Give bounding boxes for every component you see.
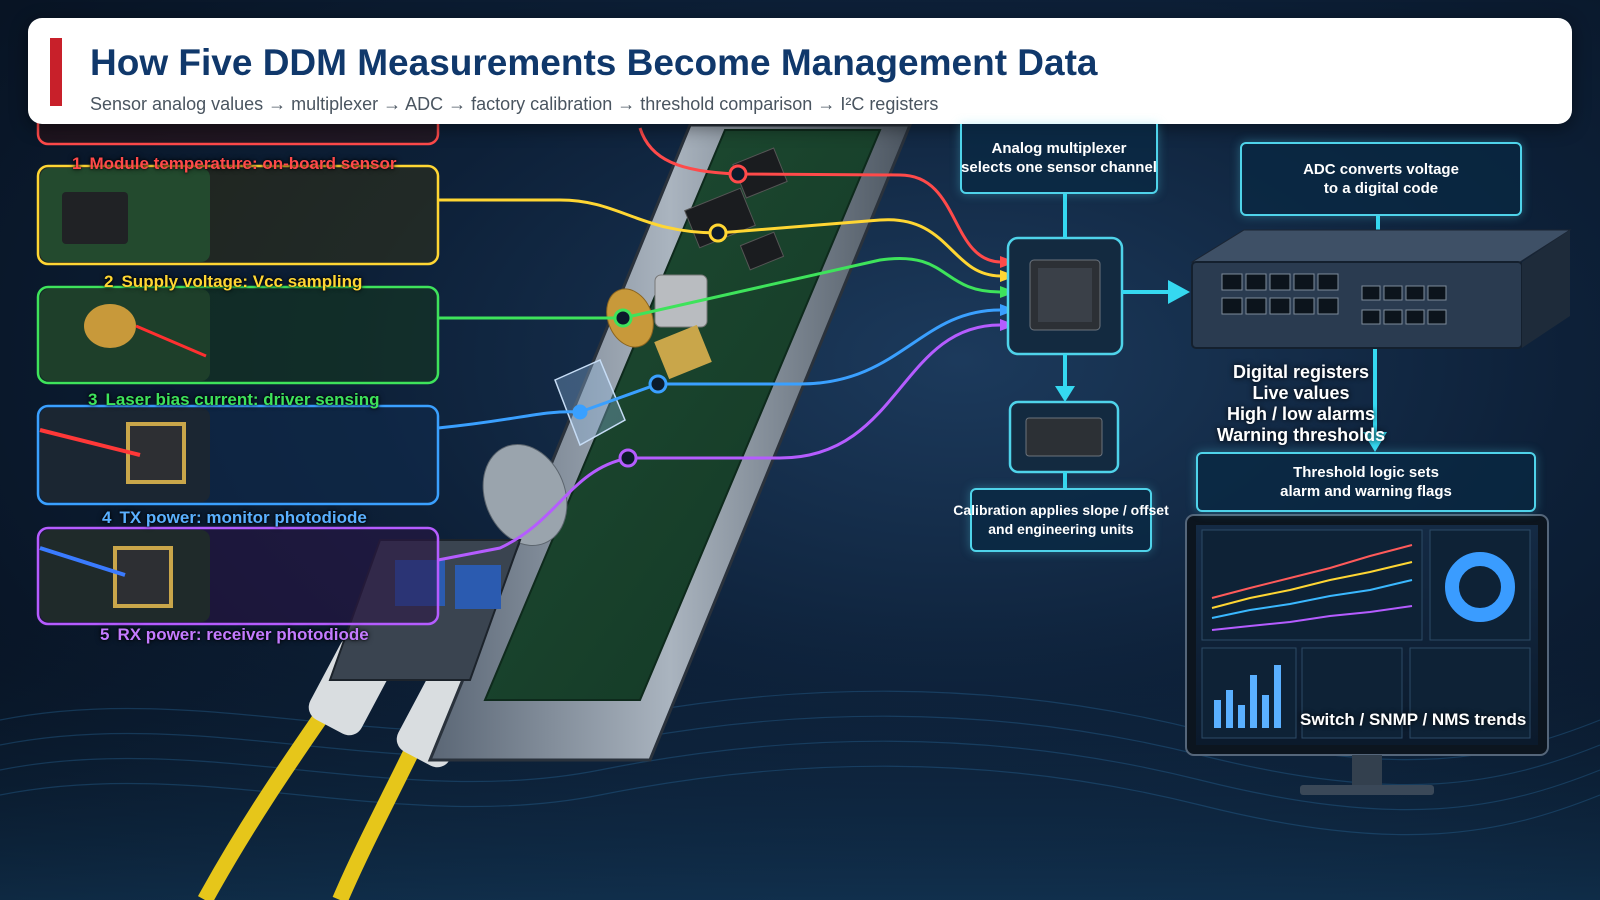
nms-monitor [1185, 514, 1549, 795]
page-title: How Five DDM Measurements Become Managem… [90, 42, 1098, 83]
sensor-insets [36, 106, 440, 626]
register-item: Live values [1252, 383, 1350, 403]
threshold-callout: Threshold logic sets alarm and warning f… [1196, 452, 1536, 512]
adc-chip [1008, 400, 1120, 474]
mux-callout-line-2: selects one sensor channel [961, 159, 1157, 176]
title-card: How Five DDM Measurements Become Managem… [28, 18, 1572, 124]
register-item: Digital registers [1232, 362, 1370, 382]
flow-arrows [1055, 194, 1387, 488]
calibration-callout-line-2: and engineering units [988, 521, 1134, 537]
sensor-text: Supply voltage: Vcc sampling [121, 272, 363, 291]
sensor-label-bias: 3 Laser bias current: driver sensing [88, 390, 379, 410]
page-subtitle: Sensor analog values → multiplexer → ADC… [90, 94, 939, 114]
calibration-callout-line-1: Calibration applies slope / offset [953, 502, 1169, 518]
sensor-text: RX power: receiver photodiode [117, 625, 369, 644]
nms-trends-label: Switch / SNMP / NMS trends [1300, 710, 1527, 729]
threshold-callout-line-2: alarm and warning flags [1280, 483, 1452, 500]
sensor-text: Module temperature: on-board sensor [89, 154, 397, 173]
register-item: Warning thresholds [1216, 425, 1386, 445]
trace-temperature [638, 127, 1001, 264]
mux-chip [1006, 236, 1124, 356]
register-list: Digital registers Live values High / low… [1196, 362, 1406, 446]
adc-callout-line-2: to a digital code [1323, 180, 1439, 197]
trace-tx [437, 308, 1001, 430]
mux-callout-line-1: Analog multiplexer [991, 140, 1127, 157]
mux-callout: Analog multiplexer selects one sensor ch… [960, 124, 1158, 194]
signal-traces [437, 127, 1001, 562]
sensor-label-tx-power: 4 TX power: monitor photodiode [102, 508, 367, 528]
sensor-number: 3 [88, 390, 98, 409]
sensor-number: 4 [102, 508, 112, 527]
adc-callout: ADC converts voltage to a digital code [1240, 142, 1522, 216]
sensor-label-temperature: 1 Module temperature: on-board sensor [72, 154, 396, 174]
trace-nodes [572, 164, 748, 468]
sensor-number: 2 [104, 272, 114, 291]
register-item: High / low alarms [1226, 404, 1376, 424]
trace-rx [437, 323, 1001, 562]
sensor-number: 1 [72, 154, 82, 173]
sensor-text: Laser bias current: driver sensing [105, 390, 380, 409]
title-accent-bar [50, 38, 62, 106]
network-switch [1190, 229, 1572, 349]
sensor-label-voltage: 2 Supply voltage: Vcc sampling [104, 272, 362, 292]
trace-bias [438, 257, 1001, 320]
calibration-callout: Calibration applies slope / offset and e… [953, 488, 1169, 552]
sensor-text: TX power: monitor photodiode [119, 508, 367, 527]
sfp-module [328, 123, 913, 762]
sensor-label-rx-power: 5 RX power: receiver photodiode [100, 625, 369, 645]
sensor-number: 5 [100, 625, 110, 644]
adc-callout-line-1: ADC converts voltage [1303, 161, 1459, 178]
threshold-callout-line-1: Threshold logic sets [1293, 464, 1439, 481]
